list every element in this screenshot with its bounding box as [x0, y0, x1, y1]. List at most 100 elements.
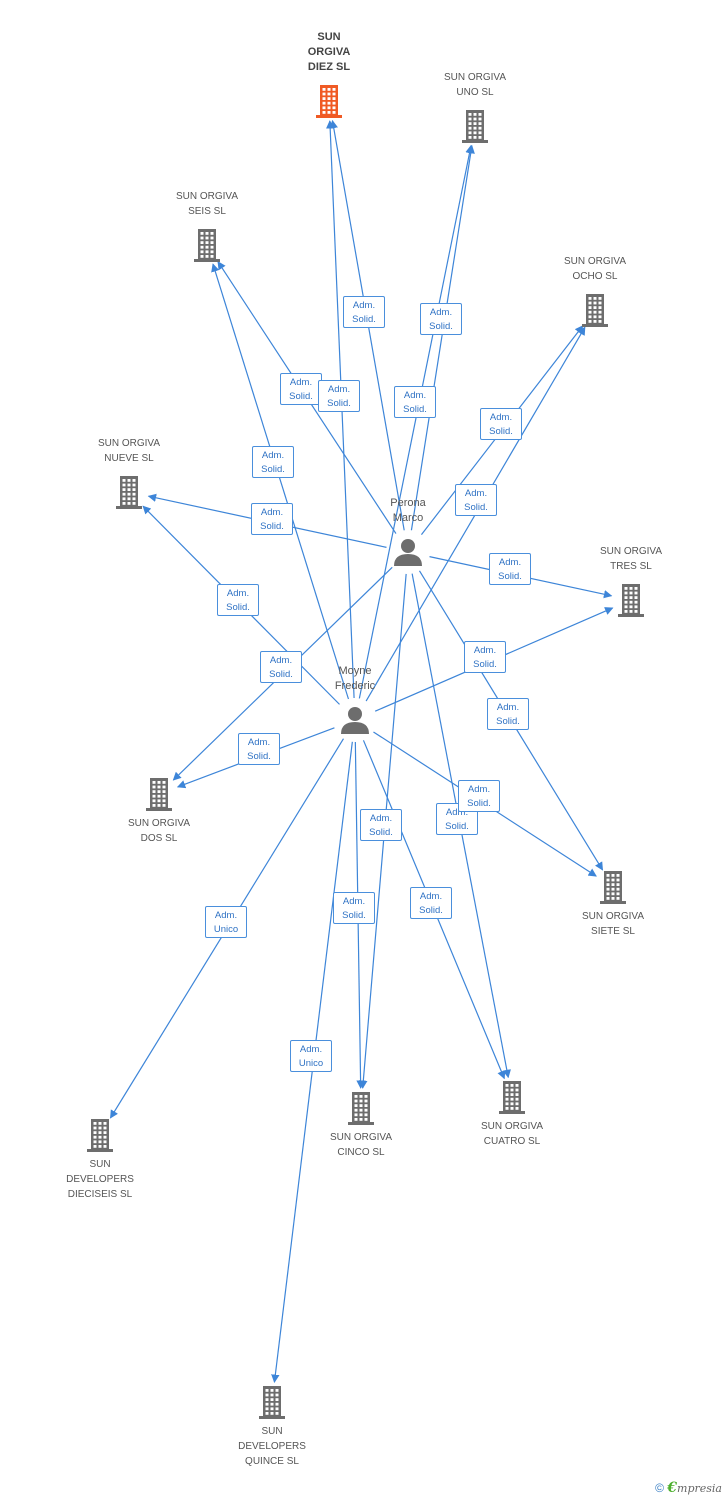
edge-role-text: Adm.	[445, 807, 469, 818]
company-name-line: SUN	[89, 1159, 111, 1170]
edge-role-text: Adm.	[214, 910, 238, 921]
building-icon[interactable]	[618, 584, 644, 617]
edge-role-text: Solid.	[260, 521, 284, 532]
edge-role-text: Solid.	[496, 716, 520, 727]
company-name-line: OCHO SL	[572, 271, 618, 282]
edge-role-text: Adm.	[289, 377, 313, 388]
edge-role-text: Solid.	[269, 669, 293, 680]
footer-brand[interactable]: © €mpresia	[655, 1480, 722, 1496]
building-icon[interactable]	[582, 294, 608, 327]
edge-role-text: Adm.	[327, 384, 351, 395]
edge-role-text: Adm.	[498, 557, 522, 568]
edge-label-moyne-cuatro[interactable]: Adm. Solid.	[410, 887, 452, 919]
edge-role-text: Adm.	[261, 450, 285, 461]
edge-label-moyne-dieciseis[interactable]: Adm.Unico	[205, 906, 247, 938]
edge-label-perona-diez[interactable]: Adm.Solid.	[343, 296, 385, 328]
edge-label-moyne-dos[interactable]: Adm.Solid.	[238, 733, 280, 765]
edge-role-text: Adm.	[467, 784, 491, 795]
edge-label-perona-dos[interactable]: Adm.Solid.	[217, 584, 259, 616]
edge-label-perona-seis[interactable]: Adm. Solid.	[280, 373, 322, 405]
person-name-line: Perona	[390, 497, 426, 509]
edge-label-moyne-diez[interactable]: Adm. Solid.	[318, 380, 360, 412]
edge-moyne-uno	[358, 144, 474, 699]
company-name-line: SUN	[261, 1426, 283, 1437]
company-name-line: SUN	[317, 31, 341, 43]
edge-role-text: Solid.	[289, 391, 313, 402]
edge-role-text: Solid.	[226, 602, 250, 613]
edge-role-text: Adm.	[429, 307, 453, 318]
company-name-line: SUN ORGIVA	[175, 191, 239, 202]
edge-role-text: Solid.	[489, 426, 513, 437]
person-name-line: Frederic	[334, 680, 376, 692]
edge-role-text: Solid.	[342, 910, 366, 921]
building-icon[interactable]	[462, 110, 488, 143]
edge-role-text: Solid.	[467, 798, 491, 809]
edge-label-moyne-tres[interactable]: Adm. Solid.	[464, 641, 506, 673]
edge-label-moyne-ocho[interactable]: Adm.Solid.	[455, 484, 497, 516]
edge-role-text: Solid.	[403, 404, 427, 415]
edge-label-moyne-uno[interactable]: Adm.Solid.	[394, 386, 436, 418]
edge-role-text: Adm.	[419, 891, 443, 902]
person-icon[interactable]	[394, 539, 422, 566]
edge-label-perona-tres[interactable]: Adm. Solid.	[489, 553, 531, 585]
edge-role-text: Adm.	[369, 813, 393, 824]
edge-label-moyne-seis[interactable]: Adm.Solid.	[252, 446, 294, 478]
edge-role-text: Solid.	[327, 398, 351, 409]
edge-role-text: Solid.	[429, 321, 453, 332]
company-name-line: SIETE SL	[591, 926, 635, 937]
copyright-symbol: ©	[655, 1481, 664, 1495]
edge-label-perona-uno[interactable]: Adm. Solid.	[420, 303, 462, 335]
building-icon[interactable]	[499, 1081, 525, 1114]
edge-role-text: Solid.	[473, 659, 497, 670]
company-name-line: UNO SL	[456, 87, 494, 98]
company-label-ocho[interactable]: SUN ORGIVA OCHO SL	[535, 254, 655, 284]
edge-label-perona-siete[interactable]: Adm. Solid.	[487, 698, 529, 730]
edge-role-text: Solid.	[419, 905, 443, 916]
building-icon[interactable]	[316, 85, 342, 118]
edge-label-moyne-siete[interactable]: Adm. Solid.	[458, 780, 500, 812]
company-name-line: ORGIVA	[307, 46, 351, 58]
company-name-line: CINCO SL	[337, 1147, 385, 1158]
building-icon[interactable]	[194, 229, 220, 262]
edge-label-perona-ocho[interactable]: Adm.Solid.	[480, 408, 522, 440]
building-icon[interactable]	[146, 778, 172, 811]
company-label-siete[interactable]: SUN ORGIVA SIETE SL	[553, 909, 673, 939]
building-icon[interactable]	[87, 1119, 113, 1152]
edge-role-text: Adm.	[473, 645, 497, 656]
edge-role-text: Adm.	[247, 737, 271, 748]
edge-label-perona-nueve[interactable]: Adm. Solid.	[251, 503, 293, 535]
building-icon[interactable]	[348, 1092, 374, 1125]
edge-role-text: Adm.	[260, 507, 284, 518]
edge-role-text: Adm.	[496, 702, 520, 713]
edge-role-text: Solid.	[498, 571, 522, 582]
company-label-cuatro[interactable]: SUN ORGIVA CUATRO SL	[452, 1119, 572, 1149]
building-icon[interactable]	[600, 871, 626, 904]
edge-role-text: Solid.	[445, 821, 469, 832]
person-name-line: Marco	[392, 512, 424, 524]
company-name-line: SUN ORGIVA	[127, 818, 191, 829]
edge-label-moyne-nueve[interactable]: Adm.Solid.	[260, 651, 302, 683]
building-icon[interactable]	[259, 1386, 285, 1419]
edge-label-moyne-quince[interactable]: Adm.Unico	[290, 1040, 332, 1072]
person-icon[interactable]	[341, 707, 369, 734]
building-icon[interactable]	[116, 476, 142, 509]
company-name-line: SUN ORGIVA	[563, 256, 627, 267]
edge-role-text: Solid.	[369, 827, 393, 838]
edge-label-perona-cinco[interactable]: Adm. Solid.	[360, 809, 402, 841]
company-name-line: SUN ORGIVA	[480, 1121, 544, 1132]
company-name-line: CUATRO SL	[483, 1136, 541, 1147]
edge-label-moyne-cinco[interactable]: Adm.Solid.	[333, 892, 375, 924]
company-name-line: SUN ORGIVA	[581, 911, 645, 922]
